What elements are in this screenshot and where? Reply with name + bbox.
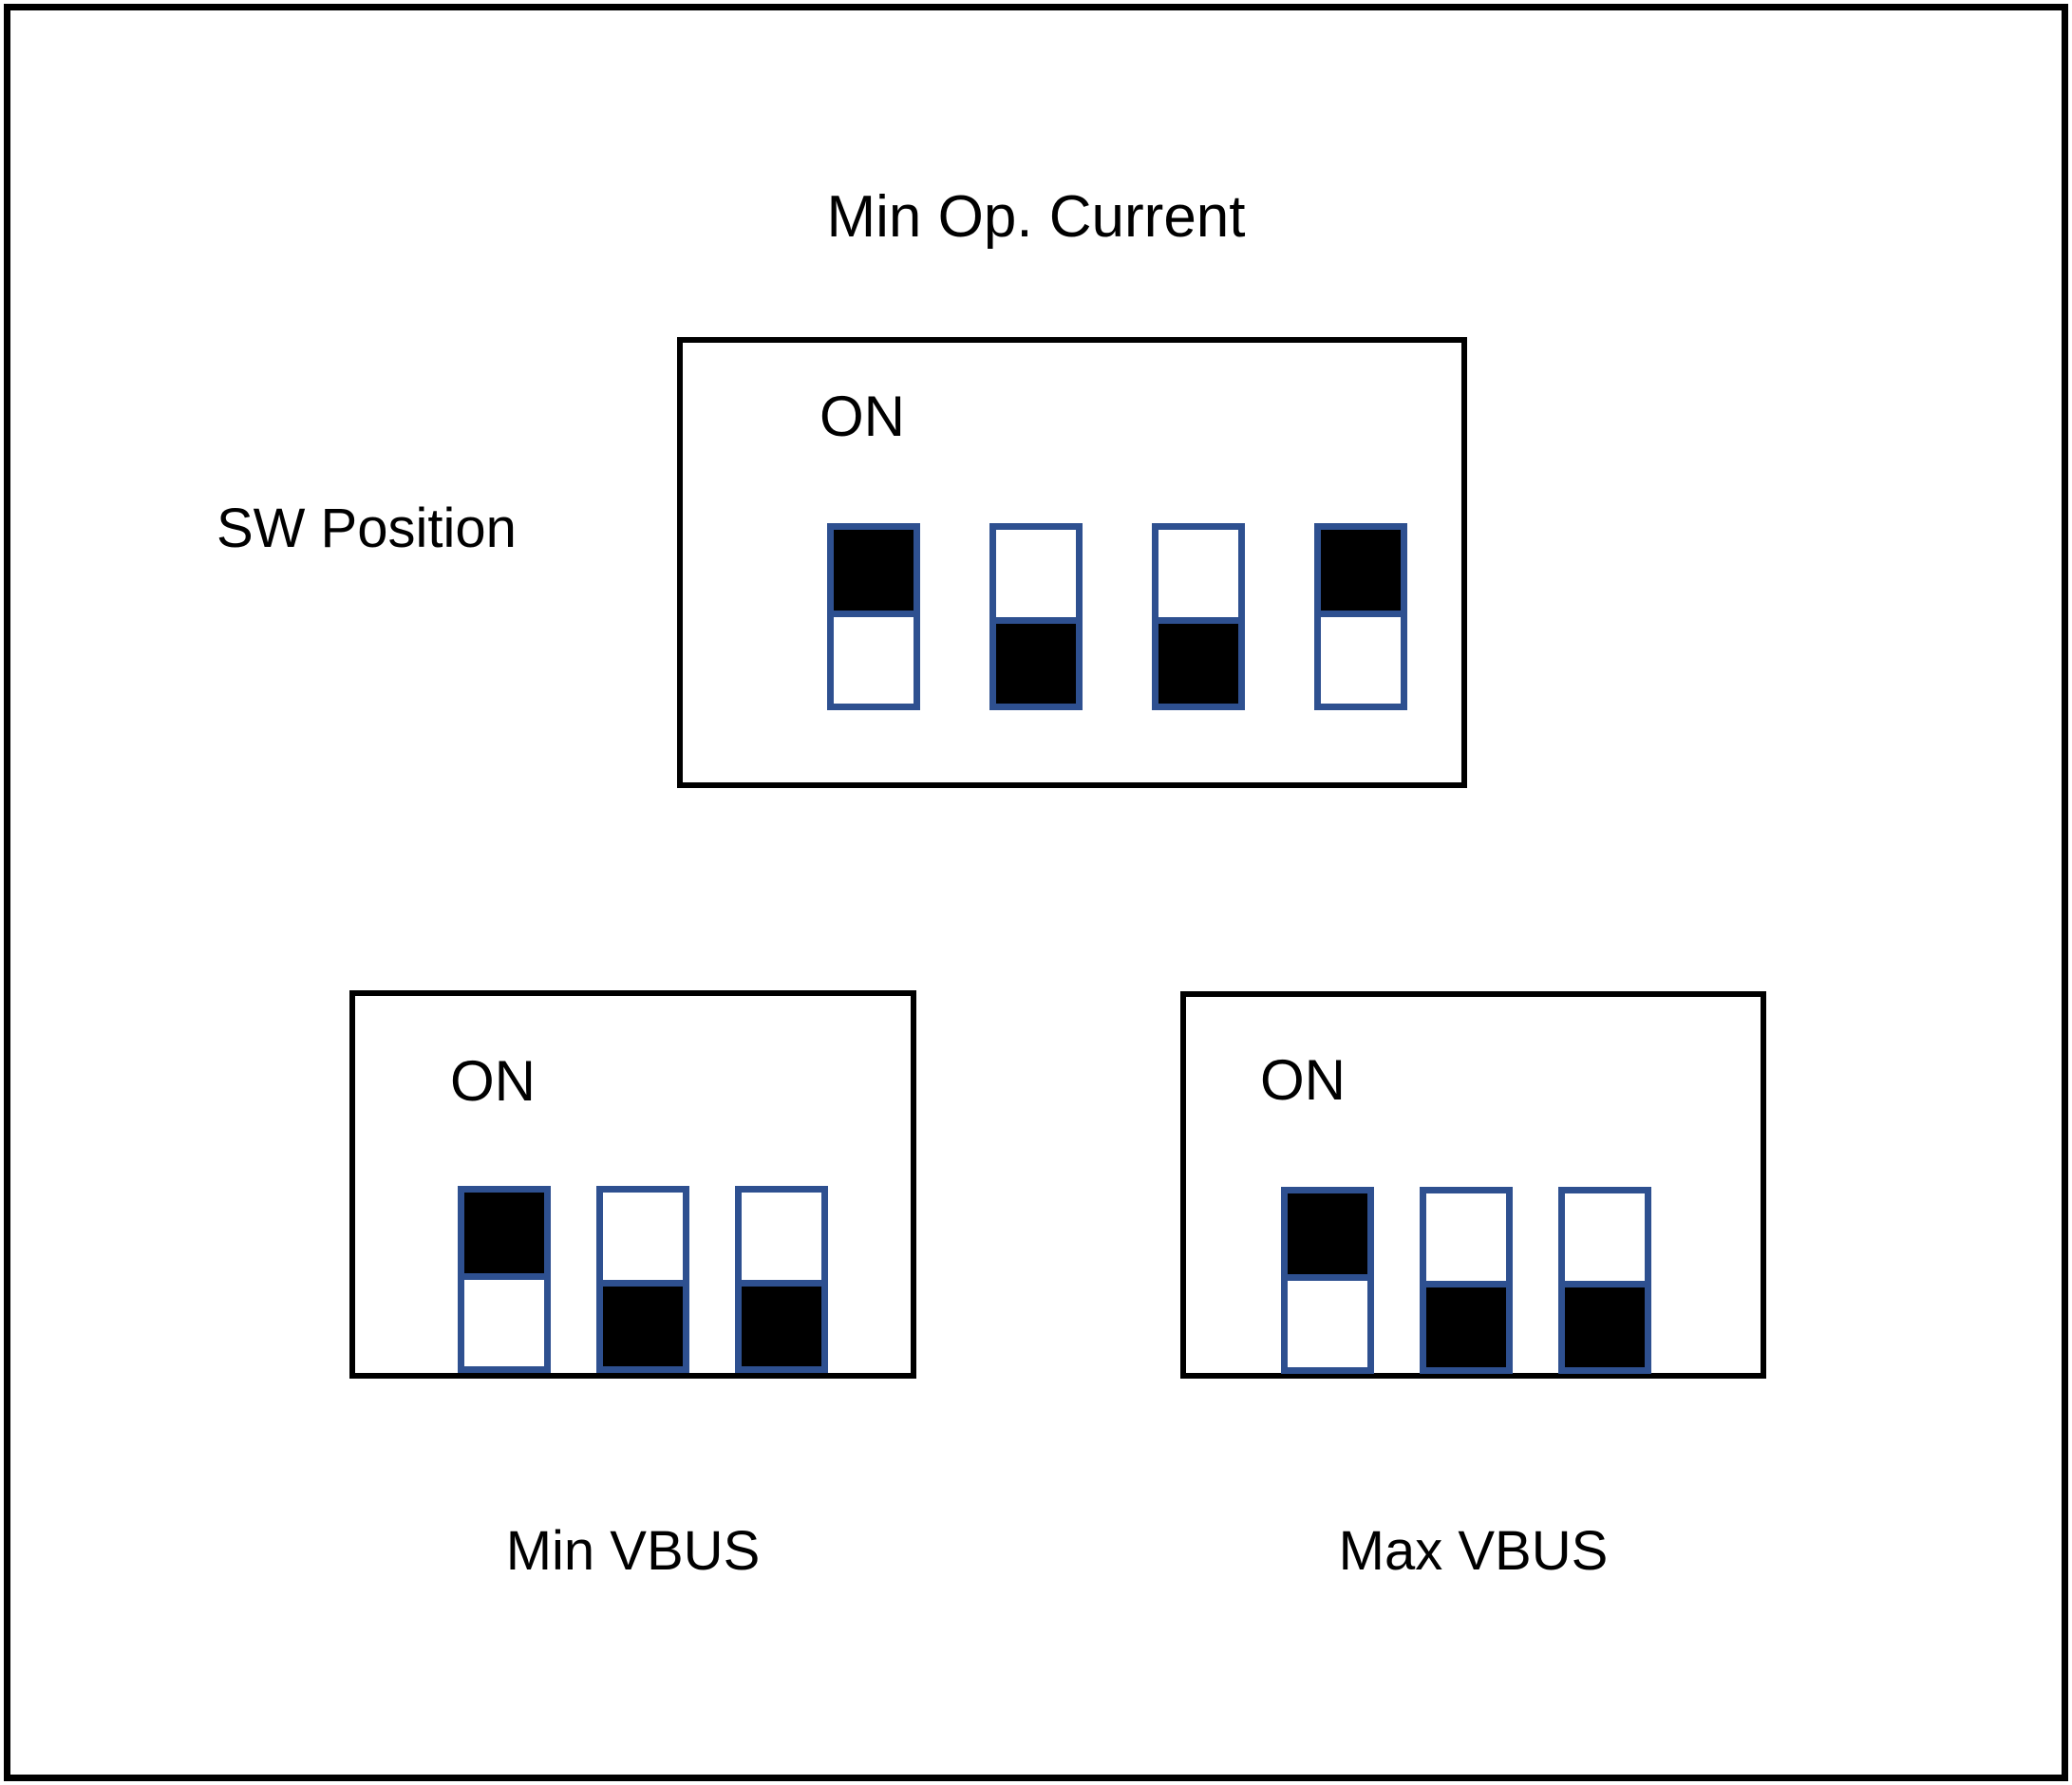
dip-switch-toggle[interactable] <box>1281 1187 1374 1374</box>
dip-switch-half-bottom <box>464 1279 544 1366</box>
dip-switch-half-bottom <box>1565 1280 1645 1367</box>
sw-position-label: SW Position <box>217 498 517 559</box>
dip-switch-toggle[interactable] <box>1558 1187 1651 1374</box>
dip-switch-half-top <box>1426 1193 1506 1281</box>
on-label-min-op-current: ON <box>819 385 905 448</box>
dip-switch-half-top <box>1158 530 1238 617</box>
dip-switch-half-top <box>1565 1193 1645 1281</box>
dip-switch-half-bottom <box>834 616 914 704</box>
dip-switch-half-bottom <box>1158 616 1238 704</box>
dip-switch-half-top <box>1288 1193 1367 1281</box>
dip-switch-half-top <box>996 530 1076 617</box>
dip-switch-half-bottom <box>1288 1280 1367 1367</box>
dip-switch-half-bottom <box>1426 1280 1506 1367</box>
caption-max-vbus: Max VBUS <box>1338 1520 1609 1582</box>
figure-outer-frame <box>4 4 2068 1781</box>
dip-switch-half-bottom <box>603 1279 683 1366</box>
on-label-max-vbus: ON <box>1260 1048 1346 1112</box>
dip-switch-row-min-vbus <box>458 1186 828 1373</box>
dip-switch-row-max-vbus <box>1281 1187 1651 1374</box>
dip-switch-half-bottom <box>742 1279 821 1366</box>
dip-switch-half-top <box>464 1193 544 1280</box>
on-label-min-vbus: ON <box>450 1049 536 1113</box>
page-title: Min Op. Current <box>826 184 1246 250</box>
dip-switch-toggle[interactable] <box>1420 1187 1513 1374</box>
dip-switch-half-bottom <box>1321 616 1401 704</box>
dip-switch-row-min-op-current <box>827 523 1407 710</box>
dip-switch-half-top <box>1321 530 1401 617</box>
dip-switch-toggle[interactable] <box>989 523 1083 710</box>
dip-switch-toggle[interactable] <box>1152 523 1245 710</box>
dip-switch-half-bottom <box>996 616 1076 704</box>
dip-switch-toggle[interactable] <box>596 1186 689 1373</box>
dip-switch-toggle[interactable] <box>827 523 920 710</box>
switch-panel-min-op-current: ON <box>677 337 1467 788</box>
caption-min-vbus: Min VBUS <box>505 1520 761 1582</box>
dip-switch-toggle[interactable] <box>735 1186 828 1373</box>
dip-switch-half-top <box>603 1193 683 1280</box>
dip-switch-half-top <box>834 530 914 617</box>
dip-switch-toggle[interactable] <box>1314 523 1407 710</box>
switch-panel-max-vbus: ON <box>1180 991 1766 1379</box>
switch-panel-min-vbus: ON <box>349 990 916 1379</box>
dip-switch-toggle[interactable] <box>458 1186 551 1373</box>
dip-switch-half-top <box>742 1193 821 1280</box>
